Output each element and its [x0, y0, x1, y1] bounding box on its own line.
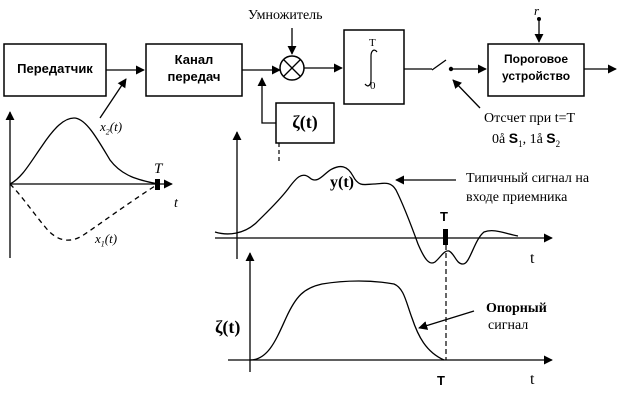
integral-lower-limit: 0: [370, 80, 376, 92]
sampling-label-line2: 0å S1, 1å S2: [492, 130, 561, 149]
multiplier-circle: [279, 55, 305, 81]
bottom-plot-t-label: t: [530, 371, 535, 388]
x2-pointer-arrow: [99, 78, 127, 119]
transmitter-block: [3, 43, 107, 97]
zeta-to-multiplier-arrow: [257, 77, 276, 124]
bottom-plot-zeta-label: ζ(t): [215, 317, 241, 337]
reference-signal-label-line1: Опорный: [486, 301, 547, 316]
middle-plot-t-label: t: [530, 250, 535, 267]
middle-plot-T-marker: [443, 229, 448, 245]
sampling-pointer-arrow: [452, 79, 481, 109]
left-plot-t-label: t: [174, 196, 178, 211]
x2-label: x2(t): [100, 119, 123, 137]
zeta-block-label: ζ(t): [292, 112, 318, 132]
threshold-label-line2: устройство: [501, 69, 571, 83]
middle-plot-T-label: T: [440, 209, 448, 224]
x1-label: x1(t): [95, 231, 118, 249]
transmitter-label: Передатчик: [17, 61, 93, 76]
integral-sign: [364, 49, 378, 87]
channel-label-line1: Канал: [174, 52, 214, 67]
multiplier-label: Умножитель: [248, 8, 323, 23]
integrator-block: [343, 29, 405, 105]
sampling-label-line1: Отсчет при t=T: [484, 111, 576, 126]
threshold-input-label: r: [534, 3, 540, 18]
threshold-label-line1: Пороговое: [503, 52, 568, 66]
x2-curve: [9, 117, 159, 185]
bottom-plot-T-label: T: [437, 373, 445, 388]
threshold-block: [487, 43, 585, 97]
reference-label-arrow: [418, 310, 475, 330]
typical-signal-label-line2: входе приемника: [466, 190, 568, 205]
left-plot-T-marker: [155, 179, 160, 190]
x1-curve: [9, 183, 159, 241]
y-signal-label: y(t): [330, 174, 354, 191]
left-plot-T-label: T: [154, 161, 163, 177]
sampling-switch: [431, 59, 447, 71]
typical-signal-label-line1: Типичный сигнал на: [466, 171, 590, 186]
channel-label-line2: передач: [167, 69, 221, 84]
channel-block: [145, 43, 243, 97]
y-signal-curve: [214, 165, 519, 265]
zeta-reference-curve: [249, 280, 445, 361]
integral-upper-limit: T: [369, 37, 376, 49]
reference-signal-label-line2: сигнал: [488, 318, 529, 333]
